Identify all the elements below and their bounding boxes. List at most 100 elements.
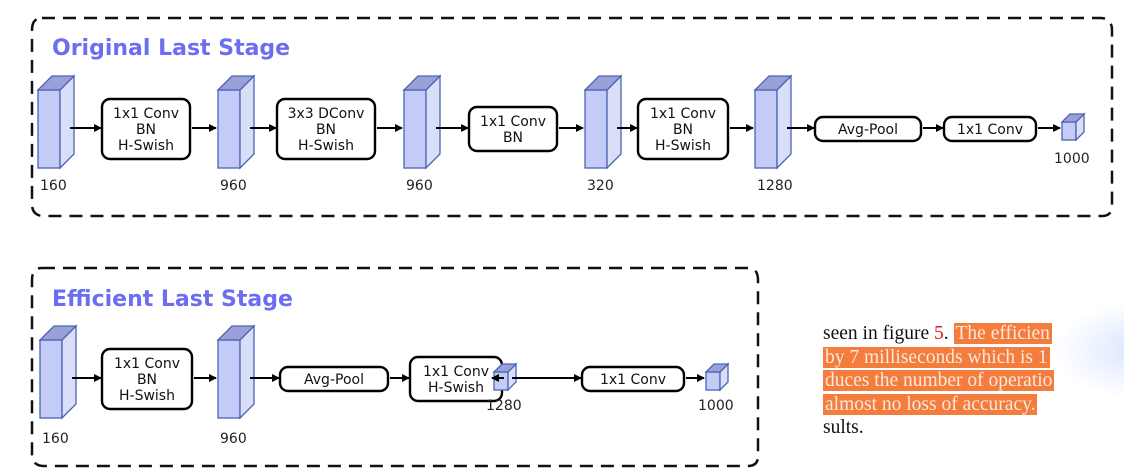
tensor-block: 320 [583, 74, 623, 194]
tensor-top-face [36, 75, 76, 91]
highlighted-text[interactable]: almost no loss of accuracy. [823, 393, 1038, 415]
tensor-side-face [59, 74, 75, 170]
operation-label: BN [137, 372, 157, 388]
tensor-top-face [402, 75, 442, 91]
tensor-block: 960 [216, 324, 256, 447]
tensor-front-face [217, 339, 241, 419]
tensor-dimension-label: 960 [220, 178, 247, 194]
operation-box [100, 97, 192, 161]
tensor-block: 160 [38, 324, 78, 447]
tensor-dimension-label: 960 [220, 431, 247, 447]
highlighted-text[interactable]: The efficien [953, 323, 1052, 344]
operation-label: BN [316, 122, 336, 138]
operation-box [275, 97, 377, 161]
operation-box [467, 105, 559, 153]
tensor-block: 960 [216, 74, 256, 194]
operation-label: H-Swish [655, 138, 711, 154]
operation-label: 1x1 Conv [650, 106, 716, 122]
tensor-dimension-label: 160 [40, 178, 67, 194]
figure-reference-link[interactable]: 5 [934, 323, 944, 344]
tensor-block: 1000 [1054, 112, 1090, 167]
stage-efficient-border [30, 266, 760, 468]
tensor-front-face [217, 89, 241, 169]
operation-block: 1x1 Conv [942, 115, 1038, 143]
operation-block: 1x1 Conv [580, 365, 686, 393]
tensor-block: 960 [402, 74, 442, 194]
paper-line: seen in figure 5. The efficien [823, 322, 1124, 346]
operation-box [100, 347, 194, 411]
tensor-side-face [239, 74, 255, 170]
operation-label: Avg-Pool [304, 372, 364, 388]
tensor-block: 1280 [753, 74, 793, 194]
paper-line: by 7 milliseconds which is 1 [823, 346, 1124, 370]
operation-block: Avg-Pool [813, 115, 923, 143]
highlighted-text[interactable]: by 7 milliseconds which is 1 [823, 346, 1050, 368]
tensor-dimension-label: 960 [406, 178, 433, 194]
tensor-side-face [239, 324, 255, 420]
tensor-front-face [584, 89, 608, 169]
paper-line: duces the number of operatio [823, 369, 1124, 393]
operation-label: 1x1 Conv [600, 372, 666, 388]
operation-label: Avg-Pool [838, 122, 898, 138]
operation-label: H-Swish [428, 380, 484, 396]
tensor-front-face [1061, 121, 1077, 141]
operation-label: 3x3 DConv [288, 106, 365, 122]
stage-original-border [30, 16, 1114, 218]
tensor-side-face [776, 74, 792, 170]
tensor-side-face [61, 324, 77, 420]
tensor-dimension-label: 320 [587, 178, 614, 194]
tensor-dimension-label: 1280 [486, 398, 522, 414]
tensor-front-face [493, 371, 509, 391]
tensor-top-face [216, 75, 256, 91]
stage-title: Efficient Last Stage [52, 287, 293, 312]
tensor-side-face [606, 74, 622, 170]
tensor-block: 160 [36, 74, 76, 194]
paper-text: seen in figure [823, 323, 935, 344]
tensor-dimension-label: 1000 [698, 398, 734, 414]
tensor-front-face [39, 339, 63, 419]
operation-label: 1x1 Conv [957, 122, 1023, 138]
tensor-top-face [492, 363, 518, 373]
operation-box [580, 365, 686, 393]
tensor-top-face [704, 363, 730, 373]
operation-block: Avg-Pool [278, 365, 390, 393]
operation-label: 1x1 Conv [113, 106, 179, 122]
operation-box [636, 97, 730, 161]
operation-label: 1x1 Conv [423, 364, 489, 380]
highlighted-text[interactable]: duces the number of operatio [823, 370, 1055, 391]
tensor-dimension-label: 1280 [757, 178, 793, 194]
operation-label: H-Swish [298, 138, 354, 154]
tensor-top-face [38, 325, 78, 341]
tensor-front-face [403, 89, 427, 169]
operation-label: H-Swish [118, 138, 174, 154]
tensor-front-face [37, 89, 61, 169]
paper-line: sults. [823, 416, 1124, 440]
tensor-front-face [705, 371, 721, 391]
operation-box [278, 365, 390, 393]
operation-box [813, 115, 923, 143]
paper-text: sults. [823, 417, 864, 438]
operation-label: 1x1 Conv [114, 356, 180, 372]
tensor-top-face [1060, 113, 1086, 123]
tensor-top-face [583, 75, 623, 91]
operation-box [942, 115, 1038, 143]
operation-label: H-Swish [119, 388, 175, 404]
operation-label: BN [673, 122, 693, 138]
operation-label: BN [503, 130, 523, 146]
tensor-block: 1000 [698, 362, 734, 414]
tensor-front-face [754, 89, 778, 169]
tensor-dimension-label: 160 [42, 431, 69, 447]
paper-text: . [943, 323, 954, 344]
operation-label: 1x1 Conv [480, 114, 546, 130]
paper-text-excerpt: seen in figure 5. The efficien by 7 mill… [823, 322, 1124, 440]
operation-label: BN [136, 122, 156, 138]
